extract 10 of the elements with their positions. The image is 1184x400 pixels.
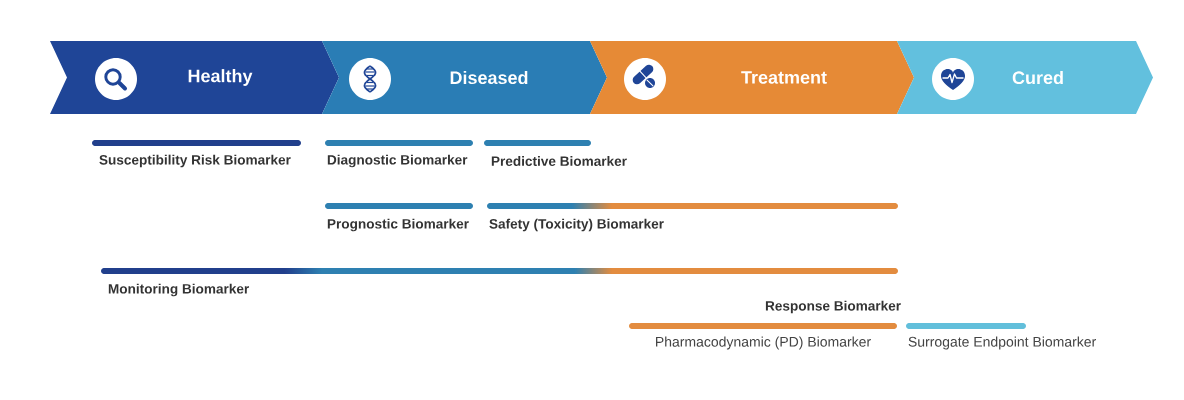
bar-label: Safety (Toxicity) Biomarker xyxy=(489,218,664,232)
bar-label: Monitoring Biomarker xyxy=(108,283,249,297)
bar-label: Predictive Biomarker xyxy=(491,156,627,166)
bar-label: Pharmacodynamic (PD) Biomarker xyxy=(656,336,871,350)
bar-label: Surrogate Endpoint Biomarker xyxy=(908,336,1096,350)
bar-label: Diagnostic Biomarker xyxy=(327,154,468,168)
bar-label: Response Biomarker xyxy=(765,300,901,314)
chevron-band: Healthy xyxy=(50,41,339,114)
bar-label: Prognostic Biomarker xyxy=(327,218,469,232)
bar-label: Susceptibility Risk Biomarker xyxy=(99,154,291,168)
